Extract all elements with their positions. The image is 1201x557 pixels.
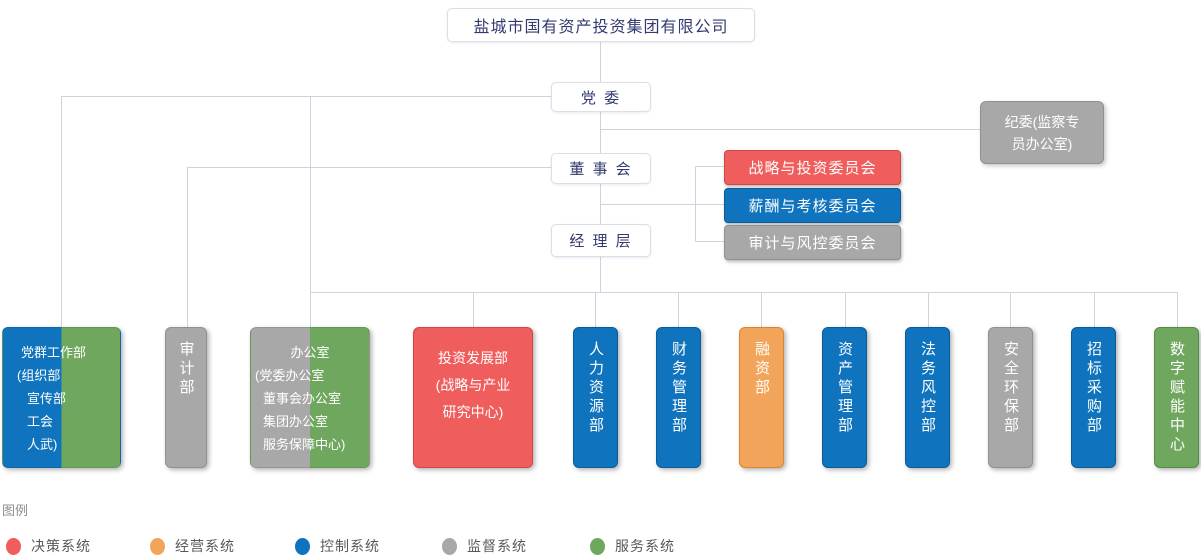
connector-line bbox=[310, 292, 1178, 293]
dept-text: 投资发展部 (战略与产业 研究中心) bbox=[414, 328, 532, 426]
connector-line bbox=[600, 256, 601, 292]
connector-line bbox=[695, 166, 724, 167]
party-committee-box: 党 委 bbox=[551, 82, 651, 112]
legend-item-control: 控制系统 bbox=[295, 536, 380, 556]
company-title: 盐城市国有资产投资集团有限公司 bbox=[473, 19, 729, 36]
connector-line bbox=[1010, 292, 1011, 327]
dept-human-resources-box: 人力资源部 bbox=[573, 327, 618, 468]
dept-line: 集团办公室 bbox=[263, 414, 329, 429]
dept-text: 办公室 (党委办公室 董事会办公室 集团办公室 服务保障中心) bbox=[251, 328, 369, 456]
committee-label: 薪酬与考核委员会 bbox=[748, 198, 877, 215]
board-box: 董 事 会 bbox=[551, 153, 651, 184]
connector-line bbox=[187, 167, 551, 168]
connector-line bbox=[600, 129, 980, 130]
operation-system-marker-icon bbox=[150, 537, 165, 555]
committee-label: 审计与风控委员会 bbox=[748, 235, 877, 252]
connector-line bbox=[695, 241, 724, 242]
connector-line bbox=[600, 110, 601, 153]
connector-line bbox=[761, 292, 762, 327]
discipline-committee-box: 纪委(监察专 员办公室) bbox=[980, 101, 1104, 164]
dept-digital-empowerment-box: 数字赋能中心 bbox=[1154, 327, 1199, 468]
connector-line bbox=[695, 204, 724, 205]
connector-line bbox=[678, 292, 679, 327]
connector-line bbox=[473, 292, 474, 327]
decision-system-marker-icon bbox=[6, 537, 21, 555]
connector-line bbox=[600, 40, 601, 82]
connector-line bbox=[595, 292, 596, 327]
company-root-box: 盐城市国有资产投资集团有限公司 bbox=[447, 8, 755, 42]
legend-label: 控制系统 bbox=[320, 538, 380, 554]
legend-item-service: 服务系统 bbox=[590, 536, 675, 556]
control-system-marker-icon bbox=[295, 537, 310, 555]
dept-investment-development-box: 投资发展部 (战略与产业 研究中心) bbox=[413, 327, 533, 468]
dept-line: 办公室 bbox=[290, 345, 330, 360]
dept-legal-risk-box: 法务风控部 bbox=[905, 327, 950, 468]
dept-line: 党群工作部 bbox=[21, 345, 87, 360]
dept-line: 投资发展部 bbox=[438, 350, 508, 366]
connector-line bbox=[600, 204, 695, 205]
connector-line bbox=[187, 167, 188, 327]
legend-label: 经营系统 bbox=[175, 538, 235, 554]
connector-line bbox=[1094, 292, 1095, 327]
board-label: 董 事 会 bbox=[569, 161, 633, 178]
dept-safety-environment-box: 安全环保部 bbox=[988, 327, 1033, 468]
connector-line bbox=[61, 96, 551, 97]
service-system-marker-icon bbox=[590, 537, 605, 555]
dept-label: 融资部 bbox=[753, 341, 770, 398]
connector-line bbox=[845, 292, 846, 327]
dept-line: 服务保障中心) bbox=[263, 437, 346, 452]
legend-item-decision: 决策系统 bbox=[6, 536, 91, 556]
management-label: 经 理 层 bbox=[569, 233, 633, 250]
legend-item-operation: 经营系统 bbox=[150, 536, 235, 556]
dept-line: 研究中心) bbox=[442, 404, 504, 420]
dept-asset-management-box: 资产管理部 bbox=[822, 327, 867, 468]
dept-line: 宣传部 bbox=[27, 391, 67, 406]
dept-line: 工会 bbox=[27, 414, 54, 429]
dept-line: (党委办公室 bbox=[255, 368, 325, 383]
dept-party-mass-work-box: 党群工作部 (组织部 宣传部 工会 人武) bbox=[2, 327, 121, 468]
legend-label: 监督系统 bbox=[467, 538, 527, 554]
legend-label: 决策系统 bbox=[31, 538, 91, 554]
dept-office-box: 办公室 (党委办公室 董事会办公室 集团办公室 服务保障中心) bbox=[250, 327, 370, 468]
dept-line: 董事会办公室 bbox=[263, 391, 342, 406]
committee-audit-risk-box: 审计与风控委员会 bbox=[724, 225, 901, 260]
dept-label: 财务管理部 bbox=[670, 341, 687, 436]
legend-title: 图例 bbox=[2, 503, 29, 518]
connector-line bbox=[600, 182, 601, 224]
dept-financing-box: 融资部 bbox=[739, 327, 784, 468]
dept-text: 党群工作部 (组织部 宣传部 工会 人武) bbox=[3, 328, 120, 456]
dept-label: 招标采购部 bbox=[1085, 341, 1102, 436]
dept-label: 数字赋能中心 bbox=[1168, 341, 1185, 455]
connector-line bbox=[928, 292, 929, 327]
dept-bidding-procurement-box: 招标采购部 bbox=[1071, 327, 1116, 468]
dept-line: (组织部 bbox=[17, 368, 61, 383]
discipline-line: 员办公室) bbox=[1011, 135, 1073, 152]
dept-label: 安全环保部 bbox=[1002, 341, 1019, 436]
dept-line: 人武) bbox=[27, 437, 58, 452]
dept-label: 法务风控部 bbox=[919, 341, 936, 436]
committee-remuneration-appraisal-box: 薪酬与考核委员会 bbox=[724, 188, 901, 223]
dept-label: 审计部 bbox=[177, 341, 195, 398]
dept-label: 人力资源部 bbox=[587, 341, 604, 436]
legend-item-supervision: 监督系统 bbox=[442, 536, 527, 556]
management-box: 经 理 层 bbox=[551, 224, 651, 257]
dept-audit-box: 审计部 bbox=[165, 327, 207, 468]
committee-strategy-investment-box: 战略与投资委员会 bbox=[724, 150, 901, 185]
connector-line bbox=[310, 96, 311, 327]
legend-label: 服务系统 bbox=[615, 538, 675, 554]
dept-finance-management-box: 财务管理部 bbox=[656, 327, 701, 468]
connector-line bbox=[1177, 292, 1178, 327]
discipline-line: 纪委(监察专 bbox=[1004, 113, 1080, 130]
dept-label: 资产管理部 bbox=[836, 341, 853, 436]
party-committee-label: 党 委 bbox=[580, 89, 622, 107]
connector-line bbox=[61, 96, 62, 327]
dept-line: (战略与产业 bbox=[435, 377, 511, 393]
supervision-system-marker-icon bbox=[442, 537, 457, 555]
committee-label: 战略与投资委员会 bbox=[748, 160, 877, 177]
